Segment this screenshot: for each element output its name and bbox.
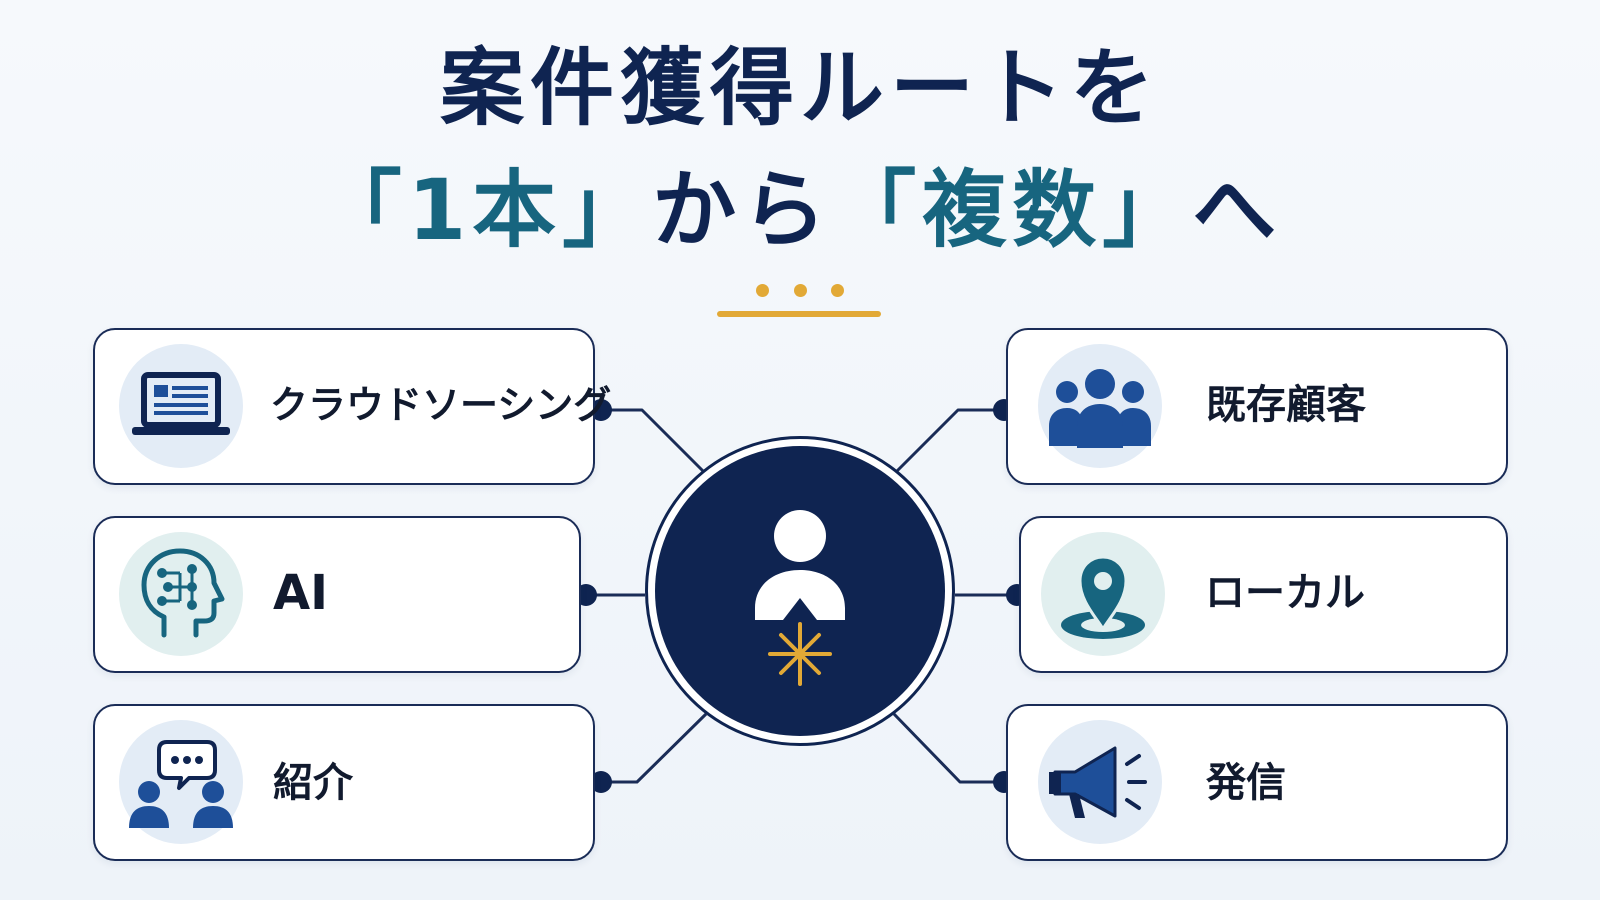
title-bracket-close-1: 」	[562, 161, 653, 259]
route-card-crowdsourcing: クラウドソーシング	[93, 328, 611, 485]
title-to: へ	[1192, 161, 1283, 259]
title-bracket-close-2: 」	[1102, 161, 1193, 259]
connector-node	[590, 399, 612, 421]
title-from: から	[652, 161, 833, 259]
accent-dot	[756, 284, 769, 297]
route-label-referral: 紹介	[273, 760, 353, 806]
connector-crowdsourcing	[601, 408, 708, 476]
person-icon	[755, 510, 845, 620]
route-card-existing-clients: 既存顧客	[1006, 328, 1508, 485]
center-hub	[655, 446, 945, 736]
route-label-ai: AI	[273, 565, 329, 621]
referral-people-icon	[119, 720, 243, 844]
connector-existing-clients	[892, 408, 1004, 476]
connector-outreach	[892, 712, 1004, 784]
route-label-existing-clients: 既存顧客	[1206, 382, 1366, 428]
accent-dot	[831, 284, 844, 297]
title-highlight-one: 1本	[407, 161, 563, 259]
megaphone-icon	[1038, 720, 1162, 844]
route-card-referral: 紹介	[93, 704, 595, 861]
ai-head-icon	[119, 532, 243, 656]
title-line-1: 案件獲得ルートを	[439, 39, 1160, 137]
route-label-local: ローカル	[1205, 570, 1365, 616]
accent-dots	[756, 284, 844, 298]
accent-dot	[793, 284, 807, 297]
accent-underline	[717, 311, 881, 317]
title-highlight-multiple: 複数	[922, 161, 1103, 259]
route-card-local: ローカル	[1019, 516, 1508, 673]
connector-node	[590, 771, 612, 793]
route-label-outreach: 発信	[1206, 760, 1286, 806]
route-label-crowdsourcing: クラウドソーシング	[270, 383, 612, 427]
title-line-2: 「1本」から「複数」へ	[0, 160, 1600, 260]
connector-referral	[601, 712, 708, 784]
title-bracket-open-2: 「	[832, 161, 923, 259]
group-icon	[1038, 344, 1162, 468]
sparkle-icon	[768, 622, 832, 686]
route-card-outreach: 発信	[1006, 704, 1508, 861]
laptop-icon	[119, 344, 243, 468]
route-card-ai: AI	[93, 516, 581, 673]
location-pin-icon	[1041, 532, 1165, 656]
title-bracket-open-1: 「	[317, 161, 408, 259]
